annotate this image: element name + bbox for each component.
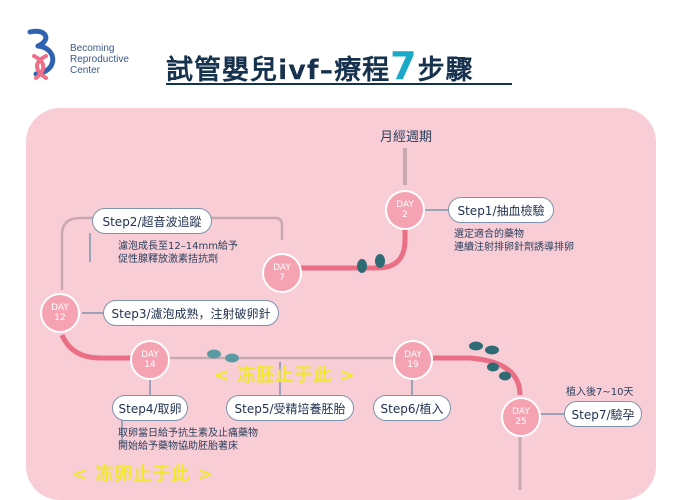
- day-label: DAY: [512, 407, 530, 417]
- step-1-box: Step1/抽血檢驗: [448, 197, 554, 223]
- day-marker-14: DAY 14: [130, 340, 170, 380]
- step-2-box: Step2/超音波追蹤: [92, 208, 212, 234]
- title-prefix: 試管嬰兒ivf–療程: [166, 55, 391, 86]
- day-number: 12: [54, 313, 66, 323]
- footprints-icon: [357, 254, 385, 273]
- step-3-box: Step3/濾泡成熟，注射破卵針: [103, 300, 279, 326]
- day-label: DAY: [404, 350, 422, 360]
- title-underline: [166, 83, 512, 85]
- day-marker-12: DAY 12: [40, 293, 80, 333]
- logo-text: Becoming Reproductive Center: [70, 43, 129, 76]
- day-label: DAY: [396, 200, 414, 210]
- step-4-desc-2: 開始給予藥物協助胚胎著床: [118, 441, 238, 452]
- step-1-desc-2: 連續注射排卵針劑誘導排卵: [454, 242, 574, 253]
- freeze-embryo-note: < 冻胚止于此 >: [214, 365, 356, 386]
- step-1-desc-1: 選定適合的藥物: [454, 229, 524, 240]
- step-4-box: Step4/取卵: [112, 395, 188, 421]
- day-number: 7: [279, 273, 285, 283]
- step-5-box: Step5/受精培養胚胎: [226, 395, 354, 421]
- title-number: 7: [390, 44, 418, 88]
- day-label: DAY: [141, 350, 159, 360]
- cycle-label: 月經週期: [380, 130, 433, 145]
- footprints-icon: [469, 341, 499, 355]
- title-suffix: 步驟: [417, 55, 474, 86]
- day-number: 14: [144, 360, 156, 370]
- day-number: 25: [515, 417, 527, 427]
- logo: Becoming Reproductive Center: [24, 26, 184, 86]
- logo-line-3: Center: [70, 65, 101, 76]
- step-7-note: 植入後7~10天: [566, 387, 634, 398]
- freeze-egg-note: < 冻卵止于此 >: [72, 464, 214, 485]
- day-marker-7: DAY 7: [262, 253, 302, 293]
- logo-mark-icon: [27, 28, 56, 80]
- page-title: 試管嬰兒ivf–療程7步驟: [166, 44, 474, 88]
- step-2-desc-1: 濾泡成長至12–14mm給予: [118, 241, 238, 252]
- day-number: 19: [407, 360, 419, 370]
- logo-line-2: Reproductive: [70, 54, 129, 65]
- day-number: 2: [402, 210, 408, 220]
- day-marker-2: DAY 2: [385, 190, 425, 230]
- footprints-icon: [487, 362, 511, 381]
- footprints-icon: [207, 349, 239, 363]
- step-4-desc-1: 取卵當日給予抗生素及止痛藥物: [118, 428, 258, 439]
- day-marker-25: DAY 25: [501, 397, 541, 437]
- day-marker-19: DAY 19: [393, 340, 433, 380]
- day-label: DAY: [273, 263, 291, 273]
- step-2-desc-2: 促性腺釋放激素拮抗劑: [118, 254, 218, 265]
- step-7-box: Step7/驗孕: [564, 401, 642, 427]
- day-label: DAY: [51, 303, 69, 313]
- logo-line-1: Becoming: [70, 43, 115, 54]
- step-6-box: Step6/植入: [373, 395, 451, 421]
